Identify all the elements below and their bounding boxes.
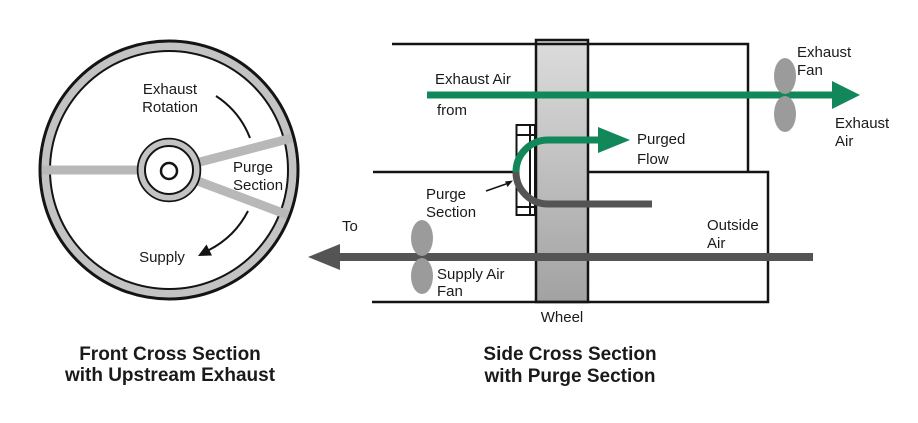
outside-air-label-line2: Air (707, 235, 725, 252)
side-purge-section-label-line2: Section (426, 204, 476, 221)
side-purge-section-label-line1: Purge (426, 186, 466, 203)
exhaust-air-in-label-line1: Exhaust Air (435, 71, 511, 88)
exhaust-fan-label-line1: Exhaust (797, 44, 852, 61)
front-caption-line1: Front Cross Section (79, 344, 261, 365)
outside-air-label-line1: Outside (707, 217, 759, 234)
exhaust-rotation-label-line1: Exhaust (143, 81, 198, 98)
supply-air-fan-label-line1: Supply Air (437, 266, 505, 283)
side-cross-section: Exhaust Air from Purged Flow Purge Secti… (308, 38, 890, 387)
purge-inlet-flow-line (512, 171, 652, 208)
rotation-arc-upper (215, 95, 251, 139)
supply-fan-blade-top (411, 220, 433, 256)
purged-flow-line (512, 136, 599, 173)
rotation-arc-lower (208, 210, 249, 251)
outside-air-duct-walls (372, 170, 770, 304)
spoke-lower-right (193, 175, 290, 220)
wheel-label: Wheel (541, 309, 584, 326)
supply-air-arrowhead-icon (308, 244, 340, 270)
to-label: To (342, 218, 358, 235)
exhaust-air-out-label-line1: Exhaust (835, 115, 890, 132)
exhaust-fan-blade-bottom (774, 96, 796, 132)
purged-flow-label-line2: Flow (637, 151, 669, 168)
supply-fan-blade-bottom (411, 258, 433, 294)
exhaust-air-out-label-line2: Air (835, 133, 853, 150)
supply-label: Supply (139, 249, 185, 266)
spoke-upper-right (194, 133, 294, 168)
side-caption-line2: with Purge Section (483, 366, 655, 387)
purged-flow-label-line1: Purged (637, 131, 685, 148)
rotation-arrowhead-icon (198, 244, 212, 256)
front-cross-section: Exhaust Rotation Purge Section Supply Fr… (38, 39, 300, 386)
exhaust-fan-blade-top (774, 58, 796, 94)
purge-pointer-arrowhead-icon (505, 180, 513, 187)
exhaust-fan-icon (774, 58, 796, 132)
purge-pointer-line (485, 183, 507, 192)
hub-axle-circle (159, 161, 179, 181)
supply-fan-icon (411, 220, 433, 294)
wheel-rect (534, 38, 590, 304)
front-purge-section-label-line1: Purge (233, 159, 273, 176)
exhaust-air-in-label-line2: from (437, 102, 467, 119)
purged-flow-arrowhead-icon (598, 127, 630, 153)
hub-ring-band (138, 139, 200, 201)
supply-air-fan-label-line2: Fan (437, 283, 463, 300)
exhaust-duct-walls (392, 42, 750, 172)
wheel-spokes (42, 133, 294, 220)
front-purge-section-label-line2: Section (233, 177, 283, 194)
exhaust-air-arrowhead-icon (832, 81, 860, 109)
exhaust-fan-label-line2: Fan (797, 62, 823, 79)
front-caption-line2: with Upstream Exhaust (64, 365, 276, 386)
wheel-hub (136, 137, 202, 203)
side-caption-line1: Side Cross Section (483, 344, 656, 365)
exhaust-rotation-label-line2: Rotation (142, 99, 198, 116)
wheel-rim-outer-circle (38, 39, 300, 301)
